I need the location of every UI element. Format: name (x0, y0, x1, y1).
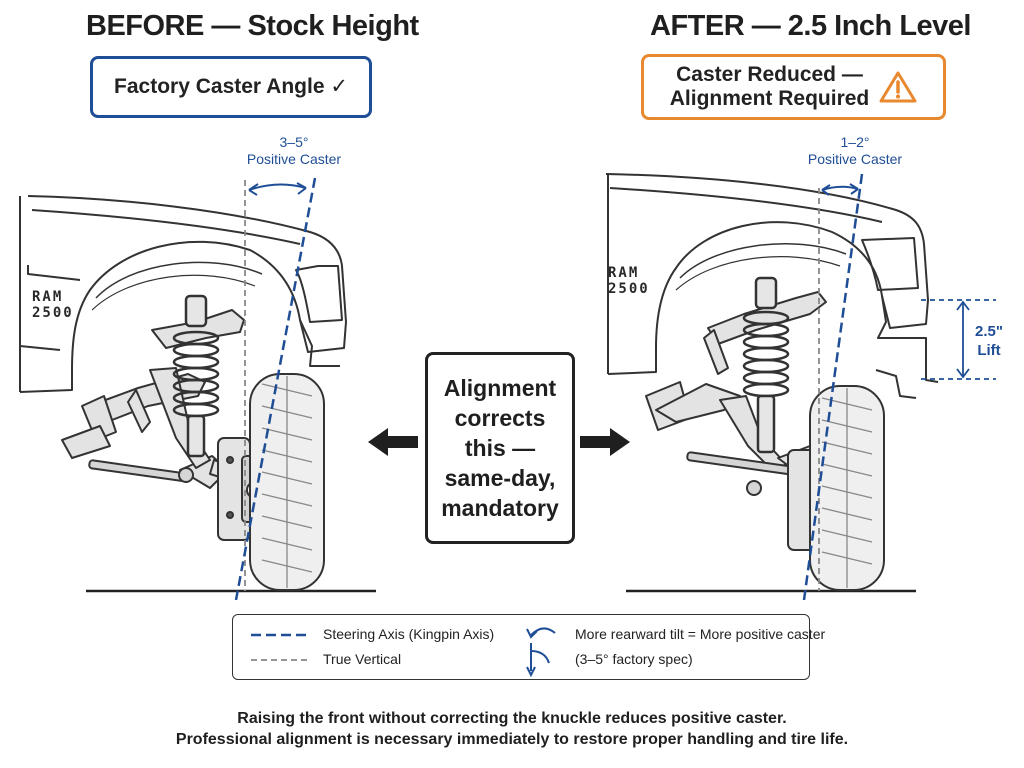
before-suspension-illustration (19, 177, 376, 600)
legend-true-vertical: True Vertical (323, 651, 402, 667)
rotation-arrow-icon (526, 627, 556, 677)
after-steering-axis (802, 173, 864, 600)
caster-reduced-badge-line-2: Alignment Required (669, 87, 870, 110)
before-angle-caption: Positive Caster (246, 151, 342, 167)
before-angle-value: 3–5° (279, 134, 309, 150)
before-angle-arc (248, 183, 307, 191)
before-tire (249, 373, 325, 591)
after-suspension-illustration (605, 173, 996, 600)
after-truck-badge: RAM 2500 (608, 265, 650, 297)
callout-line-3: this — (464, 435, 536, 461)
before-truck-badge-line-2: 2500 (32, 305, 74, 321)
before-truck-badge-line-1: RAM (32, 289, 64, 305)
footer-note: Raising the front without correcting the… (0, 708, 1024, 750)
after-lift-value: 2.5" (975, 323, 1003, 340)
before-coil-spring (172, 294, 220, 458)
before-angle-label: 3–5° Positive Caster (236, 134, 352, 168)
warning-triangle-icon (879, 70, 917, 104)
footer-line-1: Raising the front without correcting the… (237, 710, 787, 727)
after-truck-badge-line-2: 2500 (608, 281, 650, 297)
after-angle-caption: Positive Caster (807, 151, 903, 167)
after-lift-caption: Lift (977, 342, 1001, 359)
before-steering-axis (234, 177, 317, 600)
before-title: BEFORE — Stock Height (86, 10, 419, 42)
factory-caster-badge-text: Factory Caster Angle ✓ (114, 75, 348, 98)
before-truck-body (19, 195, 347, 393)
arrow-right-icon (578, 425, 632, 464)
true-vertical-swatch (251, 659, 311, 661)
callout-line-1: Alignment (443, 375, 557, 401)
after-truck-badge-line-1: RAM (608, 265, 640, 281)
arrow-left-icon (366, 425, 420, 464)
legend-tilt-line-1: More rearward tilt = More positive caste… (575, 626, 826, 642)
legend-box: Steering Axis (Kingpin Axis) True Vertic… (232, 614, 825, 680)
callout-line-2: corrects (454, 405, 546, 431)
after-angle-value: 1–2° (840, 134, 870, 150)
before-truck-badge: RAM 2500 (32, 289, 74, 321)
after-angle-label: 1–2° Positive Caster (797, 134, 913, 168)
after-control-arms (645, 291, 827, 477)
after-lift-indicator (921, 299, 996, 380)
after-title: AFTER — 2.5 Inch Level (650, 10, 971, 42)
after-coil-spring (742, 276, 790, 454)
alignment-callout-box: Alignment corrects this — same-day, mand… (425, 352, 575, 544)
caster-reduced-badge: Caster Reduced — Alignment Required (641, 54, 946, 120)
after-lift-label: 2.5" Lift (964, 322, 1014, 360)
legend-steering-axis: Steering Axis (Kingpin Axis) (323, 626, 495, 642)
callout-line-5: mandatory (441, 495, 559, 521)
footer-line-2: Professional alignment is necessary imme… (175, 731, 849, 748)
after-truck-body (605, 173, 939, 399)
callout-line-4: same-day, (444, 465, 556, 491)
legend-tilt-line-2: (3–5° factory spec) (575, 651, 693, 667)
after-tire (809, 385, 885, 591)
caster-reduced-badge-line-1: Caster Reduced — (676, 63, 863, 86)
steering-axis-swatch (251, 633, 311, 637)
before-tie-rod (88, 459, 194, 483)
factory-caster-badge: Factory Caster Angle ✓ (90, 56, 372, 118)
